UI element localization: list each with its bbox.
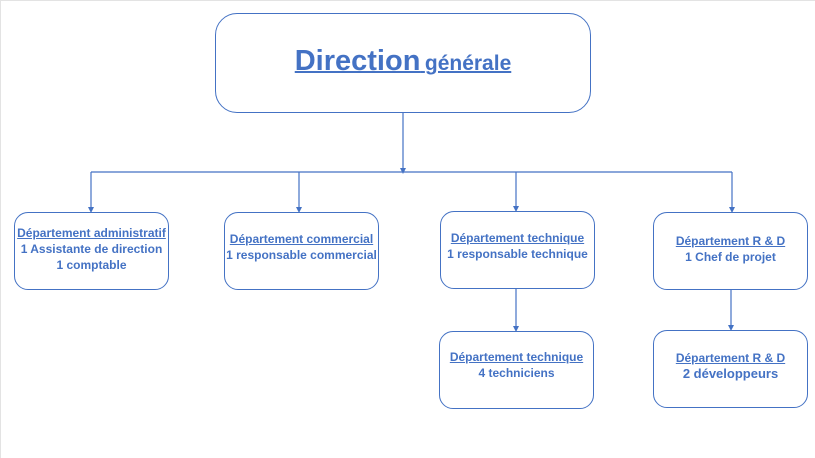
department-staff-line: 1 responsable commercial — [226, 248, 377, 262]
department-title: Département technique — [449, 350, 584, 364]
department-title: Département R & D — [675, 351, 786, 365]
direction-generale-title: Direction générale — [295, 46, 512, 75]
department-staff-line: 1 Chef de projet — [685, 250, 776, 264]
department-title: Département commercial — [229, 232, 374, 246]
department-staff-line: 1 comptable — [56, 258, 127, 272]
department-title: Département R & D — [675, 234, 786, 248]
top-border — [0, 0, 815, 1]
department-staff-line: 1 Assistante de direction — [20, 242, 163, 256]
title-word-generale: générale — [424, 51, 512, 75]
departement-technique-box: Département technique 1 responsable tech… — [440, 211, 595, 289]
left-border — [0, 0, 1, 458]
departement-administratif-box: Département administratif 1 Assistante d… — [14, 212, 169, 290]
title-word-direction: Direction — [294, 44, 421, 77]
sub-departement-rd-box: Département R & D 2 développeurs — [653, 330, 808, 408]
department-title: Département technique — [450, 231, 585, 245]
departement-commercial-box: Département commercial 1 responsable com… — [224, 212, 379, 290]
department-staff-line: 2 développeurs — [682, 366, 779, 381]
department-staff-line: 4 techniciens — [478, 366, 555, 380]
department-staff-line: 1 responsable technique — [447, 247, 588, 261]
direction-generale-box: Direction générale — [215, 13, 591, 113]
sub-departement-technique-box: Département technique 4 techniciens — [439, 331, 594, 409]
department-title: Département administratif — [17, 226, 166, 240]
departement-rd-box: Département R & D 1 Chef de projet — [653, 212, 808, 290]
